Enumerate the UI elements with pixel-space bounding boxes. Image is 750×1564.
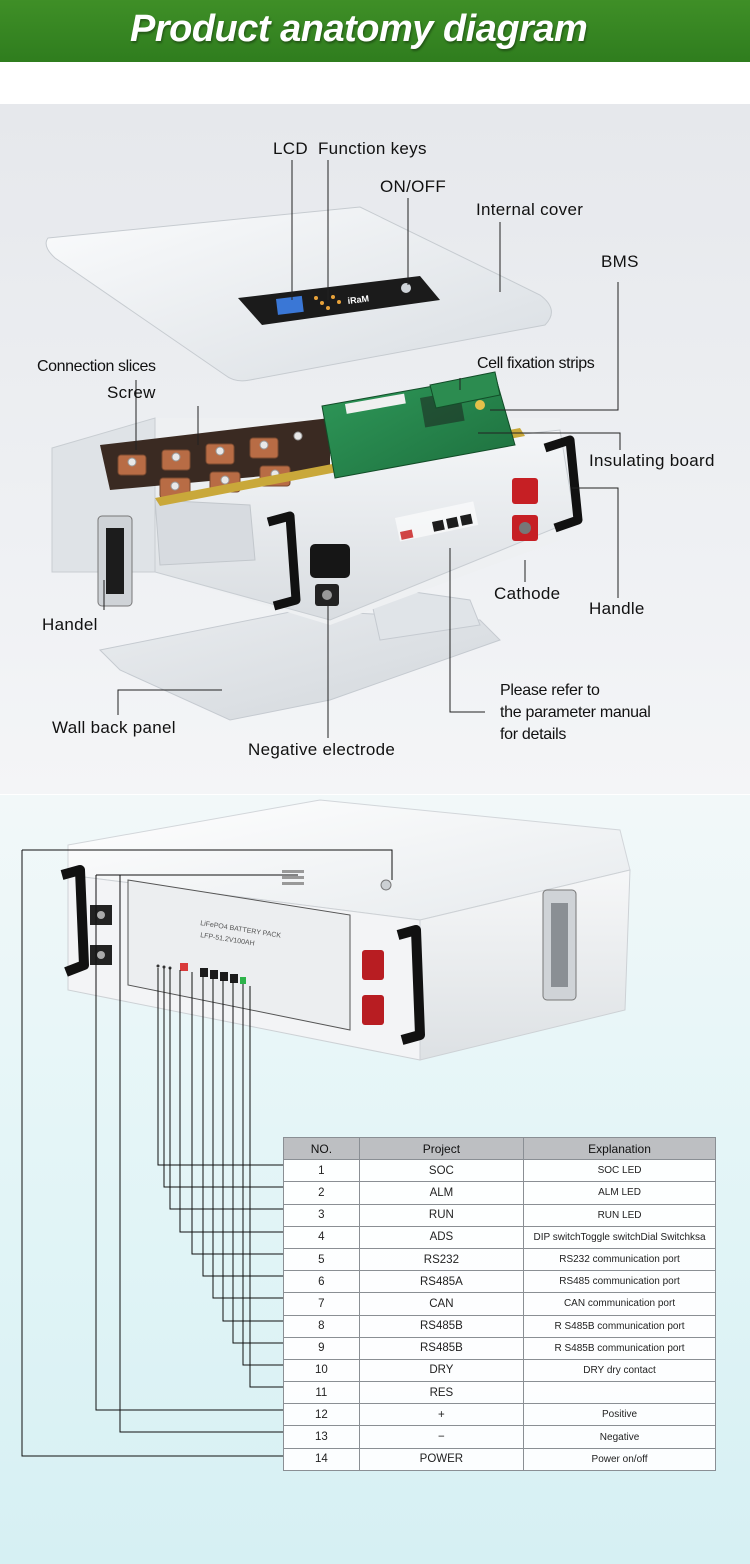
right-handle	[266, 435, 583, 611]
cell-project: RS485A	[358, 1270, 525, 1294]
cell-no: 11	[283, 1381, 360, 1405]
lcd-screen	[275, 295, 304, 315]
cell-explanation: DRY dry contact	[523, 1358, 716, 1383]
label-insulating-board: Insulating board	[589, 451, 715, 470]
parameter-note: Please refer to the parameter manual for…	[500, 680, 651, 746]
lcd-control-panel: iRaM	[238, 276, 440, 325]
cell-no: 14	[283, 1447, 360, 1471]
cell-no: 3	[283, 1203, 360, 1227]
cell-project: RUN	[358, 1203, 525, 1227]
lid-logo: iRaM	[347, 293, 370, 306]
callout-lines	[103, 160, 621, 738]
cell-no: 7	[283, 1292, 360, 1316]
cell-explanation: Power on/off	[523, 1447, 716, 1471]
label-wall-back-panel: Wall back panel	[52, 718, 176, 737]
cell-explanation: Positive	[523, 1403, 716, 1427]
front-port-cluster	[400, 513, 473, 540]
cell-explanation: RS485 communication port	[523, 1270, 716, 1294]
cell-explanation: Negative	[523, 1425, 716, 1449]
cell-explanation: DIP switchToggle switchDial Switchksa	[523, 1225, 716, 1249]
cell-project: RS485B	[358, 1314, 525, 1338]
bms-board	[321, 371, 516, 479]
label-connection-slices: Connection slices	[37, 358, 156, 375]
function-key-leds	[314, 295, 341, 310]
cell-explanation: RUN LED	[523, 1203, 716, 1227]
note-line: Please refer to	[500, 682, 600, 699]
label-handel: Handel	[42, 615, 98, 634]
cell-project: SOC	[358, 1159, 525, 1183]
cell-project: −	[358, 1425, 525, 1449]
label-internal-cover: Internal cover	[476, 200, 584, 219]
cell-project: +	[358, 1403, 525, 1427]
cell-explanation	[523, 1381, 716, 1405]
power-button	[401, 283, 411, 293]
label-negative-electrode: Negative electrode	[248, 740, 396, 759]
cell-project: RES	[358, 1381, 525, 1405]
cell-explanation: ALM LED	[523, 1181, 716, 1205]
table-row: 13−Negative	[283, 1425, 716, 1449]
cell-explanation: SOC LED	[523, 1159, 716, 1183]
cell-no: 8	[283, 1314, 360, 1338]
cell-no: 5	[283, 1247, 360, 1272]
title-banner: Product anatomy diagram	[0, 0, 750, 62]
cell-explanation: RS232 communication port	[523, 1247, 716, 1272]
table-row: 12+Positive	[283, 1403, 716, 1427]
label-handle: Handle	[589, 599, 645, 618]
header-explanation: Explanation	[523, 1136, 716, 1161]
cell-no: 10	[283, 1358, 360, 1383]
cell-no: 12	[283, 1403, 360, 1427]
cell-project: POWER	[358, 1447, 525, 1471]
internal-cover: iRaM	[45, 206, 552, 382]
cell-project: RS232	[358, 1247, 525, 1272]
label-cathode: Cathode	[494, 584, 561, 603]
cathode-terminal	[512, 478, 538, 541]
cell-no: 9	[283, 1336, 360, 1360]
label-bms: BMS	[601, 252, 639, 271]
negative-terminal	[310, 544, 350, 606]
cell-no: 6	[283, 1270, 360, 1294]
cell-explanation: CAN communication port	[523, 1292, 716, 1316]
exploded-battery-illustration: iRaM	[45, 160, 621, 738]
banner-title: Product anatomy diagram	[130, 8, 588, 50]
cell-explanation: R S485B communication port	[523, 1336, 716, 1360]
cell-project: DRY	[358, 1358, 525, 1383]
label-function-keys: Function keys	[318, 139, 427, 158]
note-line: the parameter manual	[500, 704, 651, 721]
cell-project: RS485B	[358, 1336, 525, 1360]
header-no: NO.	[283, 1136, 360, 1161]
label-lcd: LCD	[273, 139, 308, 158]
label-cell-fixation-strips: Cell fixation strips	[477, 355, 595, 372]
battery-enclosure	[51, 371, 583, 625]
cell-no: 2	[283, 1181, 360, 1205]
cell-project: ALM	[358, 1181, 525, 1205]
label-on-off: ON/OFF	[380, 177, 447, 196]
cell-explanation: R S485B communication port	[523, 1314, 716, 1338]
left-side-handle	[97, 515, 133, 607]
cell-no: 13	[283, 1425, 360, 1449]
note-line: for details	[500, 726, 567, 743]
table-header-row: NO. Project Explanation	[283, 1136, 716, 1161]
cell-project: ADS	[358, 1225, 525, 1249]
header-project: Project	[358, 1136, 525, 1161]
cell-no: 4	[283, 1225, 360, 1249]
label-screw: Screw	[107, 383, 156, 402]
cell-no: 1	[283, 1159, 360, 1183]
cell-project: CAN	[358, 1292, 525, 1316]
